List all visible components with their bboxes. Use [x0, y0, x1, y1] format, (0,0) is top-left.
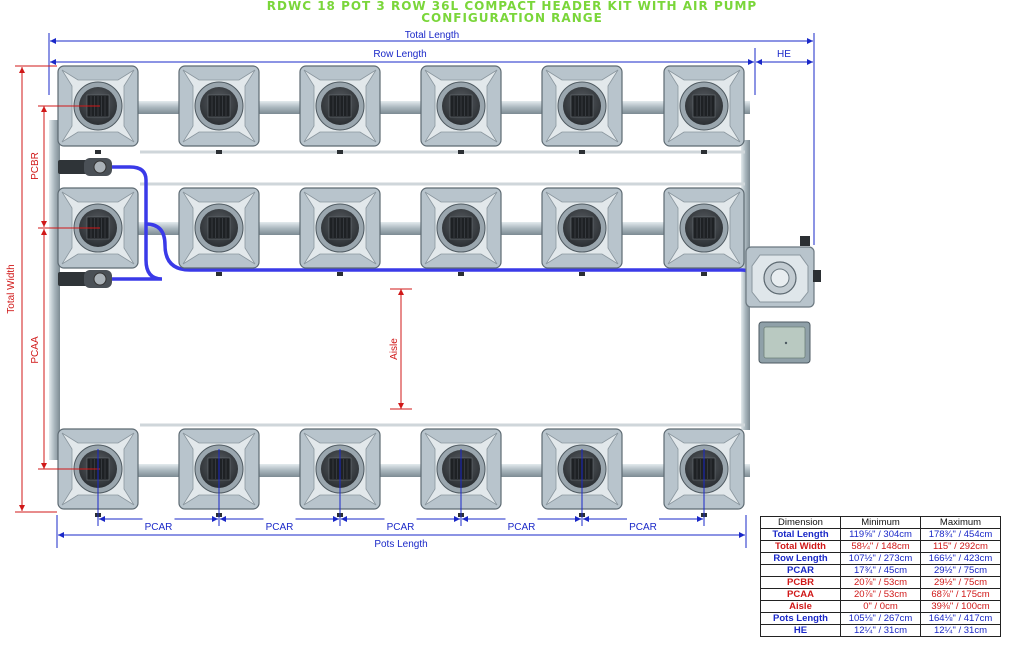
table-cell-maximum: 39⅜" / 100cm: [920, 600, 1001, 613]
table-cell-dimension: Aisle: [760, 600, 841, 613]
table-cell-maximum: 29½" / 75cm: [920, 564, 1001, 577]
total-length-label: Total Length: [405, 30, 460, 41]
table-cell-maximum: 12¼" / 31cm: [920, 624, 1001, 637]
table-cell-dimension: PCAR: [760, 564, 841, 577]
table-cell-minimum: 58¼" / 148cm: [840, 540, 921, 553]
table-cell-minimum: 105⅛" / 267cm: [840, 612, 921, 625]
header-tank: [745, 236, 821, 308]
pots-length-label: Pots Length: [374, 539, 427, 550]
table-cell-maximum: 115" / 292cm: [920, 540, 1001, 553]
table-cell-dimension: HE: [760, 624, 841, 637]
he-label: HE: [777, 49, 791, 60]
table-cell-maximum: 164⅛" / 417cm: [920, 612, 1001, 625]
table-cell-minimum: 107½" / 273cm: [840, 552, 921, 565]
title-line-1: RDWC 18 Pot 3 Row 36L Compact Header Kit…: [266, 0, 758, 13]
table-header: Maximum: [920, 516, 1001, 529]
table-cell-dimension: Total Width: [760, 540, 841, 553]
pcbr-label: PCBR: [30, 152, 41, 180]
pcar-label: PCAR: [266, 522, 294, 533]
table-cell-maximum: 29½" / 75cm: [920, 576, 1001, 589]
table-cell-dimension: Row Length: [760, 552, 841, 565]
pot: [420, 187, 502, 276]
table-header: Dimension: [760, 516, 841, 529]
total-width-label: Total Width: [6, 264, 17, 313]
pot: [178, 65, 260, 154]
diagram-title: RDWC 18 Pot 3 Row 36L Compact Header Kit…: [0, 0, 1024, 24]
pot: [57, 187, 139, 276]
pipe-left-return: [49, 120, 60, 460]
table-cell-minimum: 119⅝" / 304cm: [840, 528, 921, 541]
pcar-label: PCAR: [629, 522, 657, 533]
air-connector-bottom: [58, 270, 112, 288]
pcar-label: PCAR: [145, 522, 173, 533]
table-cell-minimum: 12¼" / 31cm: [840, 624, 921, 637]
air-pump: [758, 321, 811, 364]
table-cell-maximum: 178¾" / 454cm: [920, 528, 1001, 541]
table-cell-dimension: PCBR: [760, 576, 841, 589]
table-cell-minimum: 20⅞" / 53cm: [840, 588, 921, 601]
table-cell-maximum: 166½" / 423cm: [920, 552, 1001, 565]
pot: [299, 187, 381, 276]
table-cell-dimension: Pots Length: [760, 612, 841, 625]
table-cell-minimum: 0" / 0cm: [840, 600, 921, 613]
pot: [57, 65, 139, 154]
table-cell-dimension: PCAA: [760, 588, 841, 601]
table-header-row: Dimension Minimum Maximum: [760, 516, 1001, 529]
pcaa-label: PCAA: [30, 336, 41, 364]
table-cell-maximum: 68⅞" / 175cm: [920, 588, 1001, 601]
pot: [663, 65, 745, 154]
dimension-lines: [15, 33, 815, 548]
pot: [663, 187, 745, 276]
table-cell-dimension: Total Length: [760, 528, 841, 541]
table-cell-minimum: 17¾" / 45cm: [840, 564, 921, 577]
table-cell-minimum: 20⅞" / 53cm: [840, 576, 921, 589]
pcar-label: PCAR: [387, 522, 415, 533]
pot: [299, 65, 381, 154]
row-length-label: Row Length: [373, 49, 426, 60]
table-header: Minimum: [840, 516, 921, 529]
aisle-label: Aisle: [389, 338, 400, 360]
pot: [541, 187, 623, 276]
pot: [178, 187, 260, 276]
title-line-2: Configuration Range: [421, 11, 603, 25]
pot: [420, 65, 502, 154]
air-connector-top: [58, 158, 112, 176]
pcar-label: PCAR: [508, 522, 536, 533]
pot: [541, 65, 623, 154]
